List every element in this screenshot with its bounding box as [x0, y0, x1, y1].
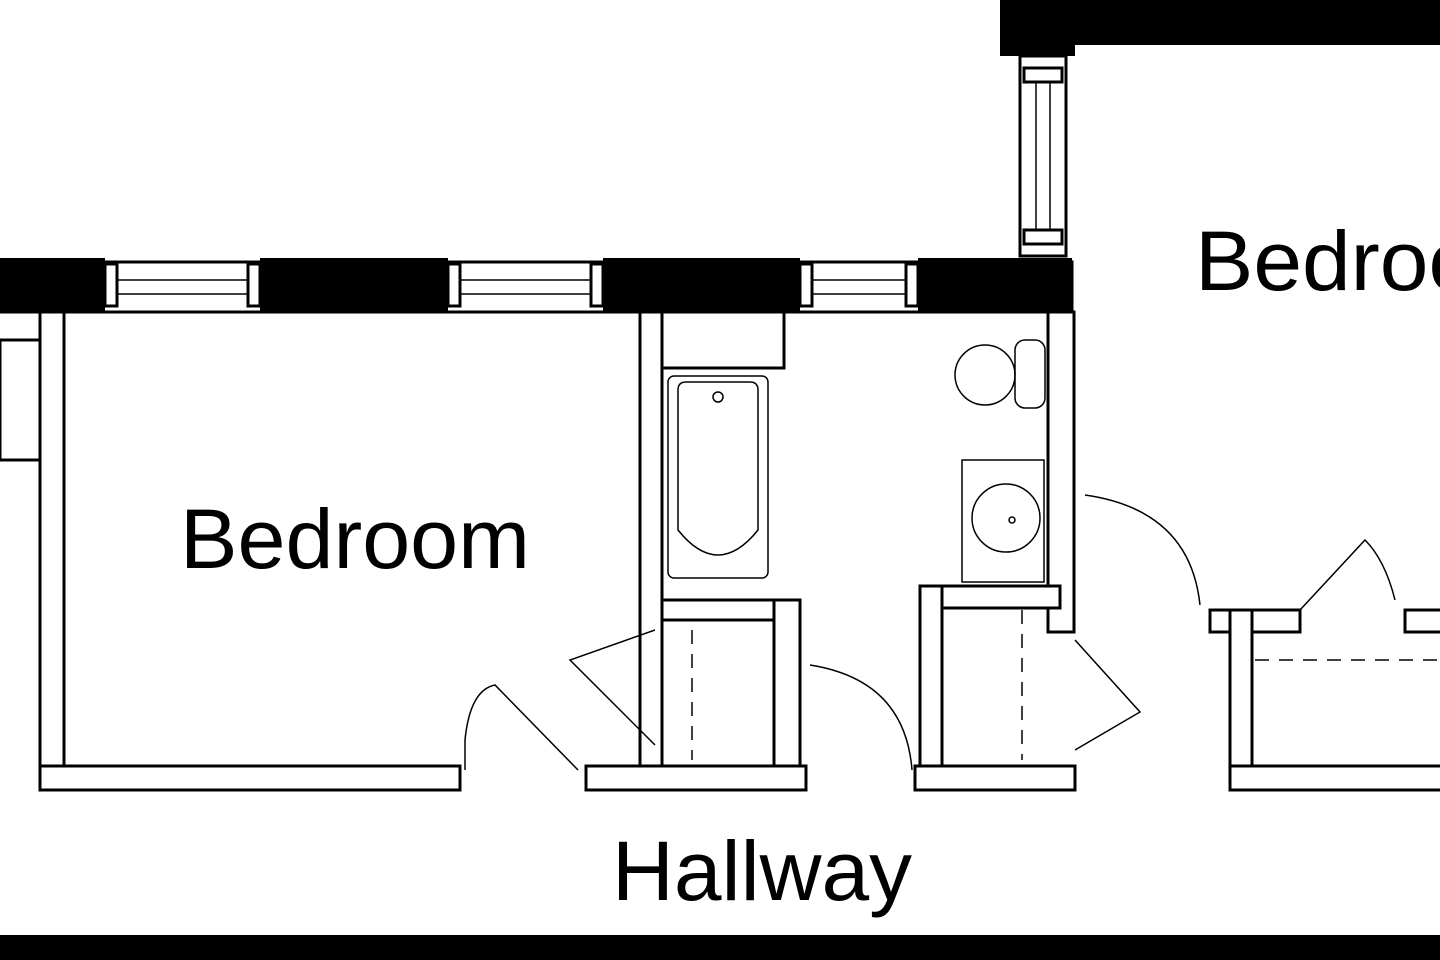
window-vertical [1018, 54, 1068, 258]
toilet-icon [954, 339, 1046, 409]
closet-lines [691, 610, 1440, 760]
doors [464, 494, 1396, 771]
bathroom-walls [584, 310, 1077, 792]
wall-corner-block [1000, 0, 1075, 56]
exterior-wall-middle [0, 258, 1074, 314]
room-label-bedroom-right: Bedroom [1195, 214, 1440, 308]
bathtub-icon [667, 375, 769, 579]
room-label-bedroom-left: Bedroom [180, 492, 530, 586]
sink-icon [961, 459, 1045, 583]
bedroom-left-walls [0, 310, 462, 792]
exterior-wall-bottom [0, 935, 1440, 960]
right-closet-walls [1208, 608, 1440, 792]
room-label-hallway: Hallway [612, 824, 912, 918]
